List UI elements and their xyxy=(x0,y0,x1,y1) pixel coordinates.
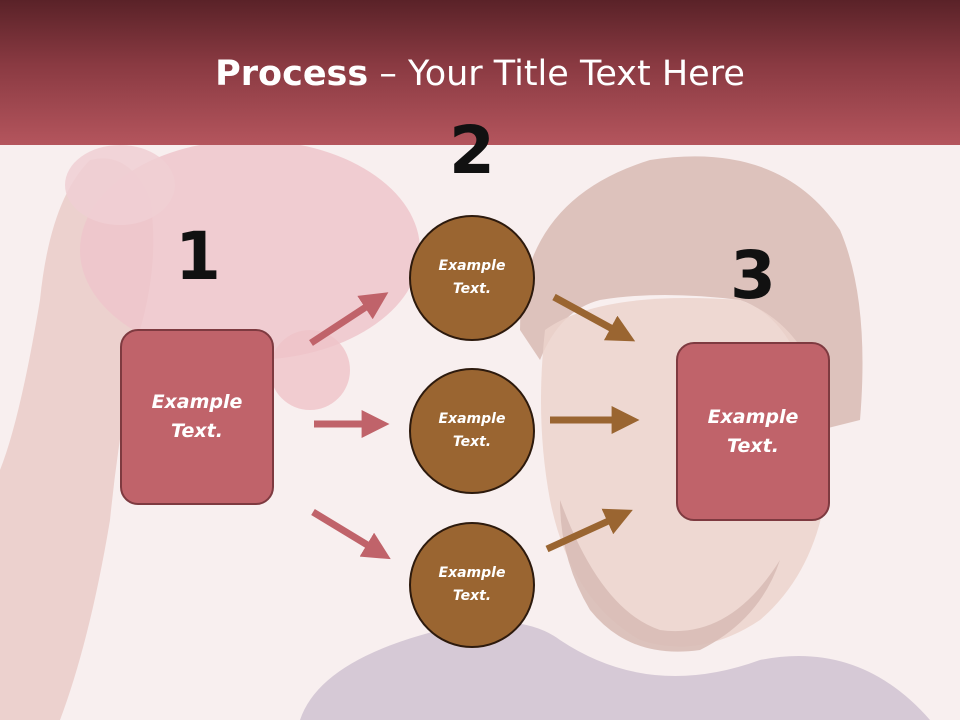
circle-top: Example Text. xyxy=(409,215,535,341)
step-number-1: 1 xyxy=(175,218,221,295)
circle-top-text: Example Text. xyxy=(438,258,506,297)
arrow-left-to-top xyxy=(309,292,389,346)
arrow-left-to-bottom xyxy=(311,509,391,560)
circle-middle-text: Example Text. xyxy=(438,411,506,450)
step-number-3: 3 xyxy=(730,237,776,314)
right-box-text: Example Text. xyxy=(707,405,799,457)
circle-middle: Example Text. xyxy=(409,368,535,494)
title-rest: – Your Title Text Here xyxy=(368,54,745,94)
circle-bottom: Example Text. xyxy=(409,522,535,648)
arrow-top-to-right xyxy=(552,293,636,342)
slide-title: Process – Your Title Text Here xyxy=(0,52,960,96)
left-box: Example Text. xyxy=(120,329,274,505)
right-box: Example Text. xyxy=(676,342,830,521)
arrow-bottom-to-right xyxy=(545,508,633,553)
step-number-2: 2 xyxy=(449,112,495,189)
title-bold: Process xyxy=(215,54,369,94)
left-box-text: Example Text. xyxy=(151,391,243,442)
title-bar xyxy=(0,0,960,145)
circle-bottom-text: Example Text. xyxy=(438,565,506,604)
